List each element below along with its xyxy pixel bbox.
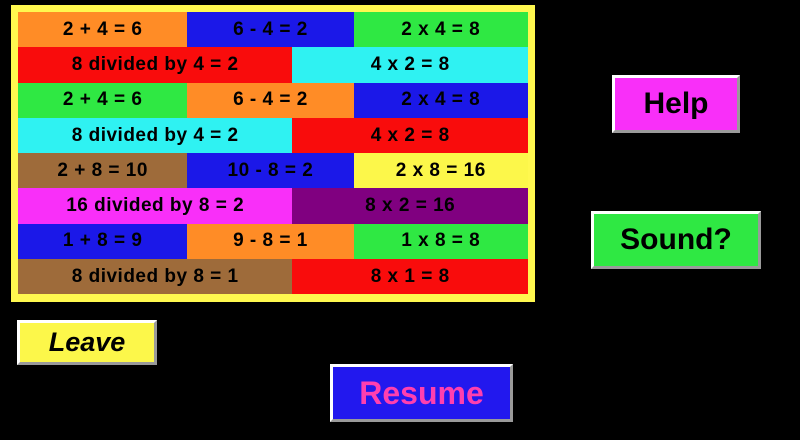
sound-button[interactable]: Sound? (591, 211, 761, 269)
fact-cell[interactable]: 1 x 8 = 8 (353, 223, 528, 260)
fact-cell[interactable]: 16 divided by 8 = 2 (18, 188, 293, 224)
leave-button[interactable]: Leave (17, 320, 157, 365)
fact-cell[interactable]: 2 + 4 = 6 (18, 12, 188, 48)
fact-cell[interactable]: 4 x 2 = 8 (292, 47, 528, 83)
help-button[interactable]: Help (612, 75, 740, 133)
fact-cell[interactable]: 2 + 4 = 6 (18, 82, 188, 118)
fact-cell[interactable]: 2 x 4 = 8 (353, 82, 528, 118)
fact-cell[interactable]: 8 x 2 = 16 (292, 188, 528, 224)
fact-cell[interactable]: 9 - 8 = 1 (187, 223, 354, 260)
leave-button-label: Leave (48, 327, 126, 357)
fact-cell[interactable]: 6 - 4 = 2 (187, 82, 354, 118)
fact-cell[interactable]: 2 x 4 = 8 (353, 12, 528, 48)
fact-cell[interactable]: 8 x 1 = 8 (292, 259, 528, 295)
fact-cell[interactable]: 1 + 8 = 9 (18, 223, 188, 260)
sound-button-label: Sound? (620, 223, 732, 256)
help-button-label: Help (643, 87, 709, 120)
fact-cell[interactable]: 8 divided by 4 = 2 (18, 117, 293, 154)
fact-cell[interactable]: 2 + 8 = 10 (18, 153, 188, 189)
fact-cell[interactable]: 2 x 8 = 16 (353, 153, 528, 189)
fact-cell[interactable]: 4 x 2 = 8 (292, 117, 528, 154)
fact-cell[interactable]: 6 - 4 = 2 (187, 12, 354, 48)
resume-button[interactable]: Resume (330, 364, 513, 422)
fact-cell[interactable]: 8 divided by 4 = 2 (18, 47, 293, 83)
fact-cell[interactable]: 10 - 8 = 2 (187, 153, 354, 189)
fact-cell[interactable]: 8 divided by 8 = 1 (18, 259, 293, 295)
resume-button-label: Resume (359, 374, 484, 411)
